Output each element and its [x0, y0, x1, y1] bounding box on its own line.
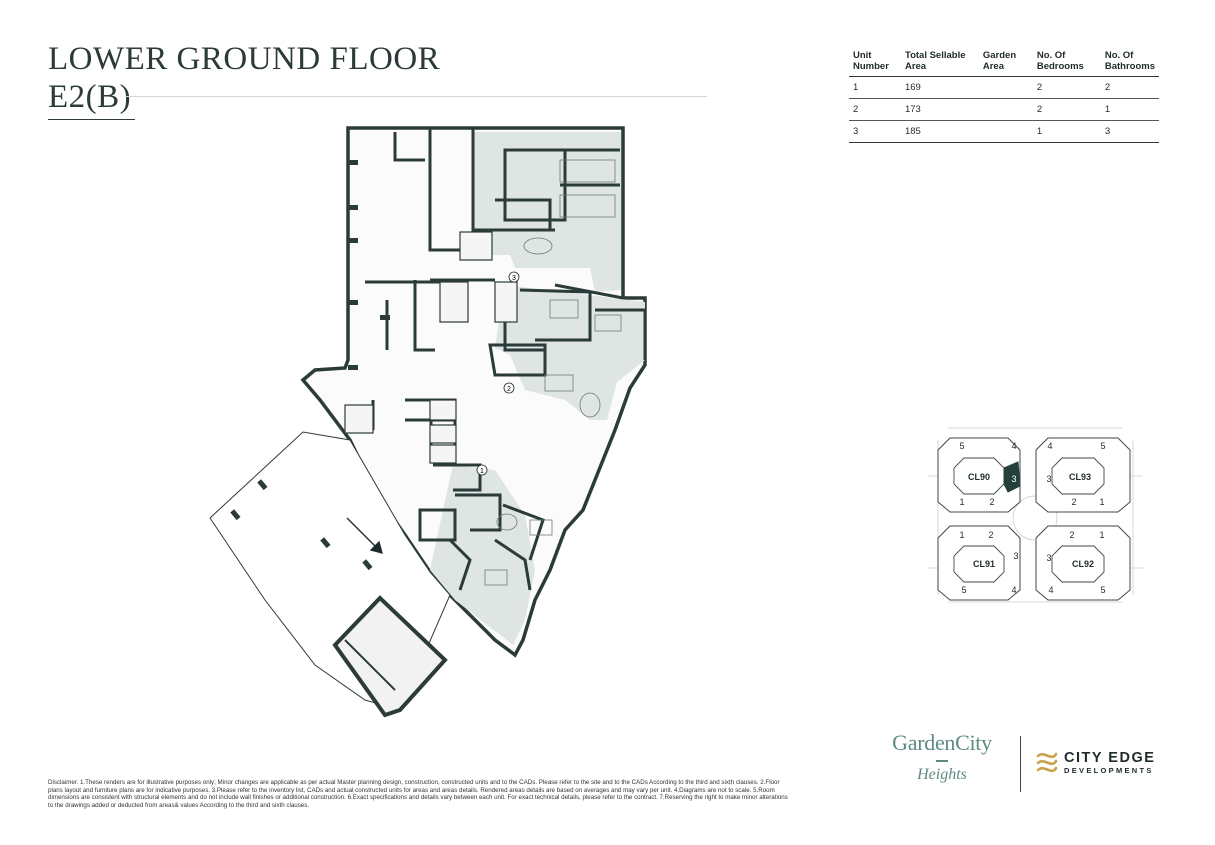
cell-unit: 2 [849, 98, 901, 121]
cl90-unit-5: 5 [959, 441, 964, 451]
cell-bedrooms: 2 [1032, 76, 1101, 99]
title-underline [48, 119, 135, 120]
cl93-unit-4: 4 [1047, 441, 1052, 451]
highlighted-unit [1003, 461, 1021, 493]
stair-core [459, 231, 493, 261]
city-edge-mark-icon [1036, 752, 1058, 773]
title-line-1: LOWER GROUND FLOOR [48, 41, 441, 77]
cell-bathrooms: 1 [1100, 98, 1159, 121]
stair-left [344, 404, 374, 434]
cell-area: 185 [900, 120, 979, 143]
unit-marker-1-label: 1 [480, 468, 484, 475]
developments-wordmark: DEVELOPMENTS [1064, 765, 1154, 775]
cluster-cl92-label: CL92 [1072, 559, 1094, 569]
page-title: LOWER GROUND FLOOR E2(B) [48, 40, 440, 116]
cell-bathrooms: 2 [1100, 76, 1159, 99]
heights-wordmark: Heights [917, 766, 967, 783]
cl90-unit-4: 4 [1011, 441, 1016, 451]
title-rule [125, 96, 707, 97]
cl91-unit-2: 2 [988, 530, 993, 540]
unit-marker-3-label: 3 [512, 275, 516, 282]
cl92-unit-3: 3 [1046, 553, 1051, 563]
cl93-unit-1: 1 [1099, 497, 1104, 507]
cluster-cl93-label: CL93 [1069, 472, 1091, 482]
cell-area: 169 [900, 76, 979, 99]
cell-area: 173 [900, 98, 979, 121]
garden-city-wordmark: GardenCity [892, 730, 992, 755]
cluster-cl90-label: CL90 [968, 472, 990, 482]
cl90-unit-2: 2 [989, 497, 994, 507]
cl91-unit-1: 1 [959, 530, 964, 540]
title-line-2: E2(B) [48, 79, 132, 115]
parking-bay [332, 595, 448, 718]
cl91-unit-5: 5 [961, 585, 966, 595]
cl92-unit-4: 4 [1048, 585, 1053, 595]
cl93-unit-2: 2 [1071, 497, 1076, 507]
key-plan: CL90 5 4 1 2 3 CL93 4 5 3 2 1 CL91 1 2 3… [928, 427, 1143, 603]
cell-unit: 3 [849, 120, 901, 143]
cl91-unit-3: 3 [1013, 551, 1018, 561]
unit-marker-2-label: 2 [507, 386, 511, 393]
cl92-unit-1: 1 [1099, 530, 1104, 540]
city-edge-logo: CITY EDGE DEVELOPMENTS [1034, 748, 1155, 778]
cell-garden [978, 98, 1033, 121]
cl92-unit-5: 5 [1100, 585, 1105, 595]
cell-bedrooms: 1 [1032, 120, 1101, 143]
floor-plan: 3 2 1 [209, 126, 647, 718]
cell-garden [978, 120, 1033, 143]
cell-bedrooms: 2 [1032, 98, 1101, 121]
unit-marker-3: 3 [508, 271, 520, 283]
unit-3-lower [495, 285, 645, 420]
disclaimer-text: Disclaimer. 1.These renders are for illu… [48, 779, 788, 809]
cl90-unit-1: 1 [959, 497, 964, 507]
cl90-unit-3: 3 [1011, 474, 1016, 484]
brand-divider [1020, 736, 1021, 792]
table-row: 2 173 2 1 [849, 98, 1159, 121]
cell-bathrooms: 3 [1100, 120, 1159, 143]
cl91-unit-4: 4 [1011, 585, 1016, 595]
cluster-cl91-label: CL91 [973, 559, 995, 569]
cl93-unit-3: 3 [1046, 474, 1051, 484]
unit-3-area [473, 132, 621, 292]
arrow-icon [346, 517, 383, 554]
cell-garden [978, 76, 1033, 99]
garden-city-logo: GardenCity Heights [872, 730, 1012, 784]
cl93-unit-5: 5 [1100, 441, 1105, 451]
cl92-unit-2: 2 [1069, 530, 1074, 540]
table-row: 3 185 1 3 [849, 120, 1159, 143]
unit-marker-2: 2 [503, 382, 515, 394]
city-edge-wordmark: CITY EDGE [1064, 749, 1156, 766]
logo-dash [936, 760, 948, 762]
cell-unit: 1 [849, 76, 901, 99]
unit-marker-1: 1 [476, 464, 488, 476]
table-row: 1 169 2 2 [849, 76, 1159, 99]
